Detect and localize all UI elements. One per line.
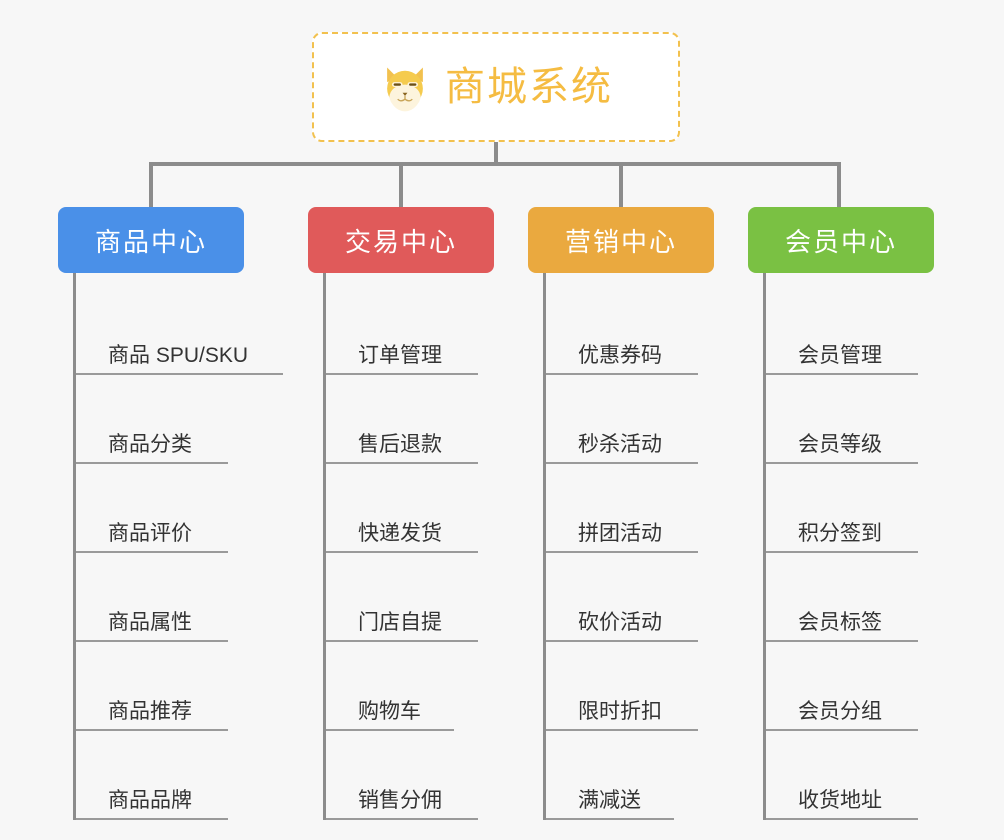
branch-column-member: 会员中心 会员管理 会员等级 积分签到 会员标签 会员分组 收货地址 [748, 207, 934, 820]
list-item[interactable]: 会员分组 [766, 642, 918, 731]
connector-root-stem [494, 142, 498, 164]
category-header-member[interactable]: 会员中心 [748, 207, 934, 273]
sub-item-label: 会员标签 [798, 610, 882, 634]
list-item[interactable]: 订单管理 [326, 286, 478, 375]
list-item[interactable]: 商品属性 [76, 553, 228, 642]
list-item[interactable]: 商品 SPU/SKU [76, 286, 283, 375]
sub-item-label: 会员分组 [798, 699, 882, 723]
list-item[interactable]: 商品分类 [76, 375, 228, 464]
sub-item-label: 销售分佣 [358, 788, 442, 812]
list-item[interactable]: 优惠券码 [546, 286, 698, 375]
list-item[interactable]: 商品推荐 [76, 642, 228, 731]
sub-item-label: 会员等级 [798, 432, 882, 456]
list-item[interactable]: 商品品牌 [76, 731, 228, 820]
sub-item-label: 限时折扣 [578, 699, 662, 723]
sub-item-label: 商品品牌 [108, 788, 192, 812]
category-header-trade[interactable]: 交易中心 [308, 207, 494, 273]
sub-item-label: 购物车 [358, 699, 421, 723]
sub-item-label: 砍价活动 [578, 610, 662, 634]
sub-item-label: 优惠券码 [578, 343, 662, 367]
list-item[interactable]: 商品评价 [76, 464, 228, 553]
list-item[interactable]: 收货地址 [766, 731, 918, 820]
connector-horizontal-bus [149, 162, 841, 166]
shiba-dog-face-icon [379, 61, 431, 113]
category-title: 营销中心 [564, 226, 677, 257]
list-item[interactable]: 积分签到 [766, 464, 918, 553]
sub-item-label: 商品评价 [108, 521, 192, 545]
list-item[interactable]: 砍价活动 [546, 553, 698, 642]
root-title: 商城系统 [445, 65, 613, 109]
sub-item-label: 商品分类 [108, 432, 192, 456]
sub-item-label: 会员管理 [798, 343, 882, 367]
sub-item-label: 商品推荐 [108, 699, 192, 723]
sub-item-list-trade: 订单管理 售后退款 快递发货 门店自提 购物车 销售分佣 [323, 273, 494, 820]
sub-item-list-member: 会员管理 会员等级 积分签到 会员标签 会员分组 收货地址 [763, 273, 934, 820]
list-item[interactable]: 售后退款 [326, 375, 478, 464]
sub-item-list-marketing: 优惠券码 秒杀活动 拼团活动 砍价活动 限时折扣 满减送 [543, 273, 714, 820]
list-item[interactable]: 限时折扣 [546, 642, 698, 731]
sub-item-label: 收货地址 [798, 788, 882, 812]
sub-item-label: 快递发货 [358, 521, 442, 545]
list-item[interactable]: 满减送 [546, 731, 674, 820]
list-item[interactable]: 购物车 [326, 642, 454, 731]
list-item[interactable]: 拼团活动 [546, 464, 698, 553]
list-item[interactable]: 秒杀活动 [546, 375, 698, 464]
branch-column-trade: 交易中心 订单管理 售后退款 快递发货 门店自提 购物车 销售分佣 [308, 207, 494, 820]
sub-item-label: 满减送 [578, 788, 641, 812]
category-title: 商品中心 [94, 226, 207, 257]
category-title: 会员中心 [784, 226, 897, 257]
list-item[interactable]: 快递发货 [326, 464, 478, 553]
connector-drop-col-3 [619, 162, 623, 208]
connector-drop-col-4 [837, 162, 841, 208]
category-header-product[interactable]: 商品中心 [58, 207, 244, 273]
connector-drop-col-2 [399, 162, 403, 208]
sub-item-label: 商品属性 [108, 610, 192, 634]
sub-item-label: 订单管理 [358, 343, 442, 367]
branch-column-product: 商品中心 商品 SPU/SKU 商品分类 商品评价 商品属性 商品推荐 商品品牌 [58, 207, 283, 820]
category-title: 交易中心 [344, 226, 457, 257]
sub-item-label: 商品 SPU/SKU [108, 343, 249, 367]
sub-item-label: 门店自提 [358, 610, 442, 634]
list-item[interactable]: 门店自提 [326, 553, 478, 642]
sub-item-label: 积分签到 [798, 521, 882, 545]
list-item[interactable]: 会员标签 [766, 553, 918, 642]
sub-item-label: 秒杀活动 [578, 432, 662, 456]
sub-item-label: 售后退款 [358, 432, 442, 456]
list-item[interactable]: 会员等级 [766, 375, 918, 464]
connector-drop-col-1 [149, 162, 153, 208]
category-header-marketing[interactable]: 营销中心 [528, 207, 714, 273]
list-item[interactable]: 销售分佣 [326, 731, 478, 820]
sub-item-list-product: 商品 SPU/SKU 商品分类 商品评价 商品属性 商品推荐 商品品牌 [73, 273, 283, 820]
branch-column-marketing: 营销中心 优惠券码 秒杀活动 拼团活动 砍价活动 限时折扣 满减送 [528, 207, 714, 820]
list-item[interactable]: 会员管理 [766, 286, 918, 375]
root-node[interactable]: 商城系统 [312, 32, 680, 142]
sub-item-label: 拼团活动 [578, 521, 662, 545]
